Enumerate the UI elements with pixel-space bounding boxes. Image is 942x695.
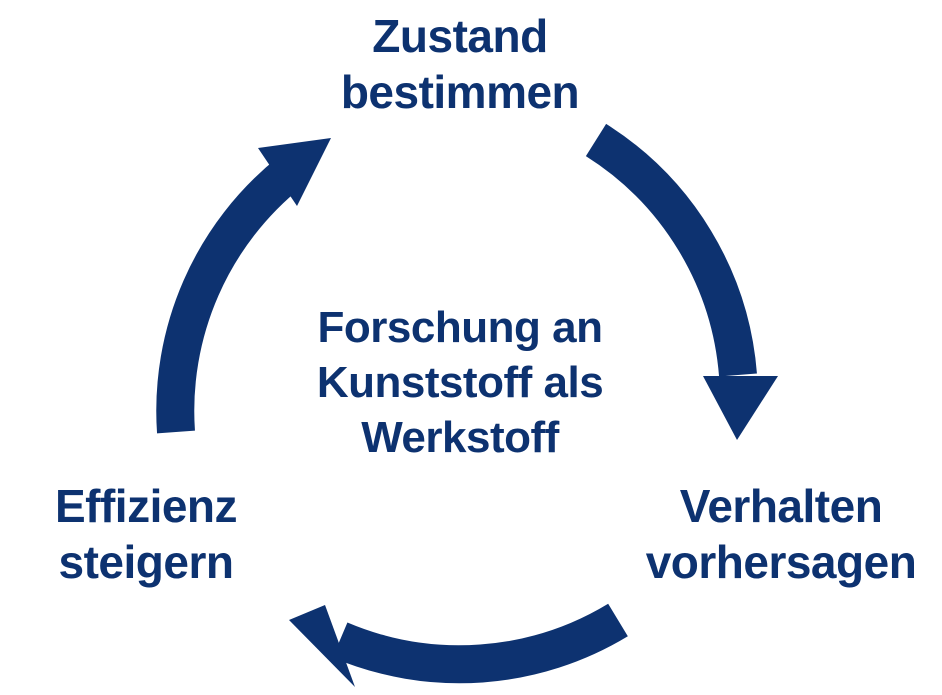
arrow-top-to-right (585, 123, 778, 440)
node-top-line-2: bestimmen (340, 66, 580, 119)
node-effizienz-steigern: Effizienz steigern (0, 478, 292, 590)
arrow-left-to-top (156, 138, 331, 434)
arrow-shaft-left-to-top (156, 157, 302, 434)
arrow-shaft-top-to-right (585, 123, 757, 377)
arrowhead-top-to-right (703, 376, 778, 440)
node-right-line-2: vorhersagen (645, 536, 917, 589)
center-line-2: Kunststoff als (316, 358, 604, 407)
center-line-1: Forschung an (317, 303, 603, 352)
node-left-line-1: Effizienz (54, 480, 238, 532)
arrow-right-to-left (289, 603, 628, 687)
arrowhead-left-to-top (258, 138, 331, 206)
center-line-3: Werkstoff (361, 413, 559, 462)
node-zustand-bestimmen: Zustand bestimmen (300, 8, 620, 120)
center-topic: Forschung an Kunststoff als Werkstoff (260, 300, 660, 465)
node-top-line-1: Zustand (372, 10, 548, 62)
node-right-line-1: Verhalten (679, 480, 883, 532)
arrow-shaft-right-to-left (332, 603, 628, 684)
node-verhalten-vorhersagen: Verhalten vorhersagen (620, 478, 942, 590)
node-left-line-2: steigern (58, 536, 234, 589)
arrowhead-right-to-left (289, 605, 355, 687)
